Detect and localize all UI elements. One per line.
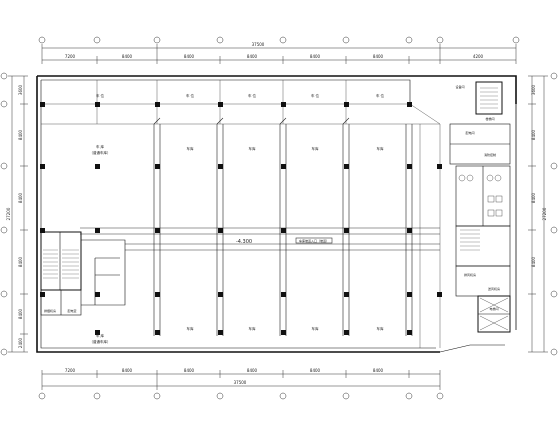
left-axis-bubbles [0, 72, 8, 356]
right-label-2: 消防控制 [484, 152, 496, 157]
right-service-core [449, 81, 511, 333]
top-dim-7: 4200 [473, 54, 484, 59]
top-dim-1: 7200 [65, 54, 76, 59]
column-label-2: 车库 [249, 146, 256, 151]
room-label-bay-3: 车 位 [248, 93, 257, 98]
top-dimension-lines [41, 44, 517, 64]
column-label-3: 车库 [312, 146, 320, 151]
left-total-dimension: 27200 [6, 207, 11, 220]
equipment-label: 设备间 [455, 84, 464, 89]
right-dimension-lines [528, 75, 548, 353]
top-dim-2: 8400 [122, 54, 133, 59]
top-total-dimension: 37500 [252, 42, 265, 47]
right-dim-3: 8400 [531, 192, 536, 203]
bottom-dim-4: 8400 [247, 368, 258, 373]
column-label-6: 车库 [249, 326, 256, 331]
bottom-dimension-lines [41, 370, 441, 390]
bottom-dim-2: 8400 [122, 368, 133, 373]
room-label-bay-4: 车 位 [311, 93, 320, 98]
top-dim-4: 8400 [247, 54, 258, 59]
column-label-1: 车库 [187, 146, 194, 151]
top-axis-bubbles [38, 36, 520, 44]
column-label-8: 车库 [377, 326, 385, 331]
room-label-bay-5: 车 位 [376, 93, 385, 98]
structural-columns [40, 102, 442, 335]
elevator-shaft-crosses [479, 297, 509, 331]
right-label-3: 排风机房 [464, 272, 476, 277]
top-dim-3: 8400 [184, 54, 195, 59]
left-stair-core [40, 231, 126, 316]
right-label-5: 电梯间 [489, 306, 498, 311]
stair-label: 楼梯间 [485, 116, 494, 121]
column-label-4: 车库 [377, 146, 385, 151]
bottom-axis-bubbles [38, 392, 444, 400]
room-label-bay-2: 车 位 [186, 93, 195, 98]
top-dim-5: 8400 [310, 54, 321, 59]
toilet-fixtures [458, 174, 503, 217]
central-corridor [80, 227, 440, 251]
right-dim-4: 8400 [531, 256, 536, 267]
bottom-dim-1: 7200 [65, 368, 76, 373]
right-label-1: 配电间 [465, 130, 474, 135]
left-dim-6: 2400 [18, 337, 23, 348]
right-dim-2: 8400 [531, 129, 536, 140]
right-dim-1: 3600 [531, 84, 536, 95]
bottom-dim-3: 8400 [184, 368, 195, 373]
room-label-bottom-sub: （普通车库） [90, 339, 111, 344]
column-label-5: 车库 [187, 326, 194, 331]
room-label-left-sub: （普通车库） [90, 150, 111, 155]
bottom-dim-6: 8400 [373, 368, 384, 373]
left-dim-3: 8400 [18, 192, 23, 203]
left-dimension-lines [8, 75, 28, 353]
outer-walls [36, 75, 517, 353]
left-label-1: 排烟机房 [44, 308, 56, 313]
room-label-left-main: 车 库 [96, 144, 105, 149]
left-dim-2: 8400 [18, 129, 23, 140]
right-axis-bubbles [550, 72, 558, 356]
top-dim-6: 8400 [373, 54, 384, 59]
room-label-bottom-main: 车 库 [96, 333, 105, 338]
room-label-bay-1: 车 位 [96, 93, 105, 98]
bottom-total-dimension: 37500 [234, 380, 247, 385]
interior-grid [41, 80, 441, 348]
column-label-7: 车库 [312, 326, 320, 331]
left-dim-5: 8400 [18, 308, 23, 319]
left-label-2: 配电室 [67, 308, 76, 313]
left-dim-1: 3600 [18, 84, 23, 95]
corridor-note: 车库坡道入口（坡道） [299, 238, 329, 243]
level-mark: -4.300 [236, 239, 252, 245]
left-stair-treads [43, 249, 79, 279]
left-dim-4: 8400 [18, 256, 23, 267]
right-stair-treads [460, 87, 498, 251]
right-total-dimension: 27200 [542, 207, 547, 220]
bottom-dim-5: 8400 [310, 368, 321, 373]
right-label-4: 送风机房 [488, 286, 500, 291]
